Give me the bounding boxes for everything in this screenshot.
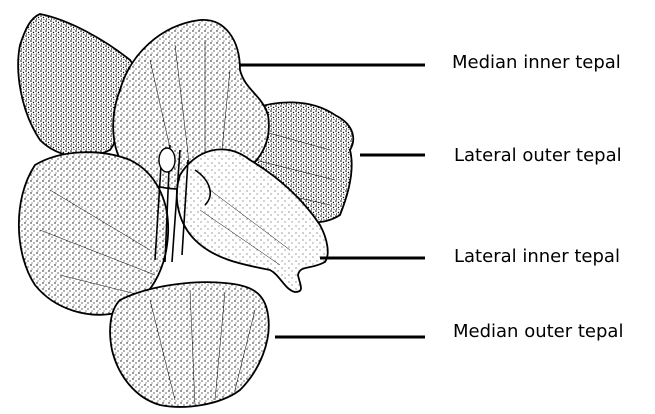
label-lateral-outer-tepal: Lateral outer tepal [454, 145, 622, 167]
label-median-outer-tepal: Median outer tepal [453, 321, 623, 343]
label-median-inner-tepal: Median inner tepal [452, 52, 621, 74]
median-outer-tepal [110, 282, 269, 407]
label-lateral-inner-tepal: Lateral inner tepal [454, 246, 620, 268]
